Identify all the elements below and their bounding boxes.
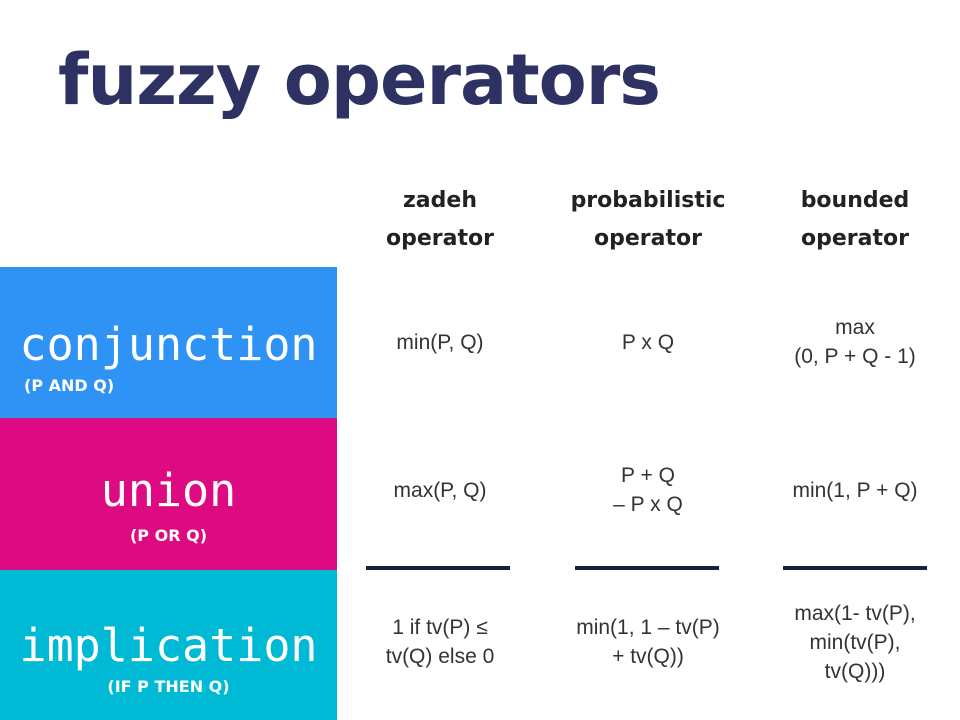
row-label-implication: implication [19, 619, 318, 672]
cell-implication-probabilistic: min(1, 1 – tv(P) + tv(Q)) [576, 616, 720, 668]
divider-bounded [783, 566, 927, 570]
divider-zadeh [366, 566, 510, 570]
cell-union-zadeh: max(P, Q) [393, 478, 487, 502]
cell-union-probabilistic: P + Q – P x Q [613, 464, 683, 516]
divider-probabilistic [575, 566, 719, 570]
cell-conjunction-bounded: max (0, P + Q - 1) [794, 316, 916, 368]
row-label-conjunction: conjunction [19, 318, 318, 371]
column-header-bounded: bounded operator [800, 188, 910, 251]
row-label-union: union [100, 464, 237, 517]
column-header-probabilistic: probabilistic operator [570, 188, 726, 251]
cell-implication-zadeh: 1 if tv(P) ≤ tv(Q) else 0 [385, 616, 495, 668]
row-band-implication: implication (IF P THEN Q) [0, 570, 337, 720]
cell-implication-bounded: max(1- tv(P), min(tv(P), tv(Q))) [794, 601, 916, 683]
row-sublabel-implication: (IF P THEN Q) [107, 677, 230, 696]
cell-conjunction-zadeh: min(P, Q) [396, 330, 484, 354]
slide-title: fuzzy operators [58, 39, 661, 121]
cell-conjunction-probabilistic: P x Q [621, 330, 675, 354]
row-sublabel-union: (P OR Q) [129, 526, 207, 545]
column-header-zadeh: zadeh operator [386, 188, 494, 251]
cell-union-bounded: min(1, P + Q) [792, 478, 918, 502]
row-sublabel-conjunction: (P AND Q) [24, 376, 115, 395]
row-band-conjunction: conjunction (P AND Q) [0, 267, 337, 418]
row-band-union: union (P OR Q) [0, 418, 337, 570]
